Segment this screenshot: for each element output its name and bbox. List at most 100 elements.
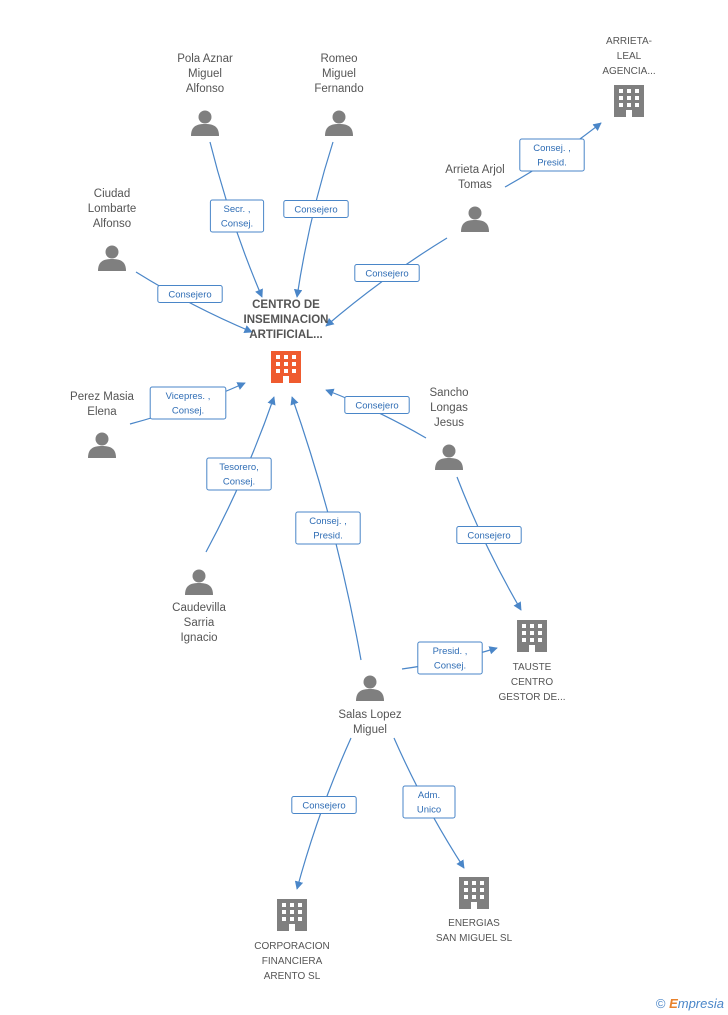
role-text: Secr. , [224, 204, 251, 215]
building-icon[interactable] [277, 899, 307, 931]
node-label-line: Miguel [188, 68, 222, 80]
role-label-salas-to-tauste[interactable]: Presid. , Consej. [417, 641, 483, 675]
role-text: Adm. [418, 790, 440, 801]
node-label-line: Sarria [184, 617, 215, 629]
role-label-sancho-to-center[interactable]: Consejero [344, 396, 410, 414]
brand-logo-rest: mpresia [677, 996, 724, 1011]
node-label-line: Fernando [314, 83, 363, 95]
node-label-line: ARENTO SL [264, 971, 321, 982]
person-icon[interactable] [98, 245, 126, 272]
person-icon[interactable] [191, 110, 219, 137]
role-text: Consejero [365, 269, 408, 280]
role-text: Vicepres. , [166, 391, 211, 402]
role-label-sancho-to-tauste[interactable]: Consejero [456, 526, 522, 544]
node-label-line: ARTIFICIAL... [249, 329, 322, 341]
node-tauste[interactable]: TAUSTE CENTRO GESTOR DE... [498, 620, 566, 703]
node-label-line: TAUSTE [513, 662, 552, 673]
building-icon[interactable] [517, 620, 547, 652]
role-text: Consejero [467, 531, 510, 542]
role-label-ciudad-to-center[interactable]: Consejero [157, 285, 223, 303]
role-text: Presid. , [433, 646, 468, 657]
edge-romeo-to-center [293, 141, 334, 298]
node-label-line: CENTRO DE [252, 299, 320, 311]
role-text: Consej. , [533, 143, 571, 154]
node-label-line: Elena [87, 406, 117, 418]
node-label-line: ARRIETA- [606, 36, 652, 47]
person-icon[interactable] [88, 432, 116, 459]
role-text: Presid. [313, 531, 343, 542]
node-energias[interactable]: ENERGIAS SAN MIGUEL SL [436, 877, 513, 944]
node-label-line: Tomas [458, 179, 492, 191]
person-icon[interactable] [356, 675, 384, 702]
role-text: Tesorero, [219, 462, 259, 473]
node-label-line: Perez Masia [70, 391, 135, 403]
person-icon[interactable] [435, 444, 463, 471]
person-icon[interactable] [185, 569, 213, 596]
node-label-line: Romeo [320, 53, 357, 65]
person-icon[interactable] [461, 206, 489, 233]
node-label-line: Ignacio [180, 632, 217, 644]
node-arrieta_leal[interactable]: ARRIETA- LEAL AGENCIA... [602, 36, 656, 117]
node-label-line: Miguel [322, 68, 356, 80]
node-label-line: Pola Aznar [177, 53, 233, 65]
role-text: Consej. [223, 477, 255, 488]
node-label-line: ENERGIAS [448, 918, 500, 929]
node-label-line: Alfonso [93, 218, 131, 230]
node-label-line: CORPORACION [254, 941, 330, 952]
node-label-line: Caudevilla [172, 602, 226, 614]
person-icon[interactable] [325, 110, 353, 137]
building-icon[interactable] [459, 877, 489, 909]
edge-sancho-to-tauste [456, 476, 522, 611]
role-text: Consejero [302, 801, 345, 812]
role-label-salas-to-center[interactable]: Consej. , Presid. [295, 511, 361, 545]
role-text: Consej. [221, 219, 253, 230]
node-label-line: AGENCIA... [602, 66, 655, 77]
role-label-romeo-to-center[interactable]: Consejero [283, 200, 349, 218]
node-label-line: Longas [430, 402, 468, 414]
copyright-symbol: © [655, 996, 666, 1011]
node-center[interactable]: CENTRO DE INSEMINACION ARTIFICIAL... [244, 299, 329, 383]
role-text: Consej. , [309, 516, 347, 527]
role-text: Consejero [294, 205, 337, 216]
node-label-line: Ciudad [94, 188, 130, 200]
node-label-line: Arrieta Arjol [445, 164, 504, 176]
node-label-line: Salas Lopez [338, 709, 402, 721]
role-label-caudevilla-to-center[interactable]: Tesorero, Consej. [206, 457, 272, 491]
brand-footer: © Empresia [656, 996, 724, 1011]
role-label-arrieta_arjol-to-center[interactable]: Consejero [354, 264, 420, 282]
role-label-perez-to-center[interactable]: Vicepres. , Consej. [149, 386, 227, 420]
edge-ciudad-to-center [135, 271, 253, 333]
building-icon[interactable] [271, 351, 301, 383]
node-label-line: INSEMINACION [244, 314, 329, 326]
node-label-line: Alfonso [186, 83, 224, 95]
role-label-pola-to-center[interactable]: Secr. , Consej. [209, 199, 265, 233]
node-label-line: GESTOR DE... [498, 692, 565, 703]
node-label-line: Miguel [353, 724, 387, 736]
role-text: Consejero [168, 290, 211, 301]
building-icon[interactable] [614, 85, 644, 117]
role-text: Unico [417, 805, 441, 816]
brand-logo-initial: E [669, 996, 678, 1011]
node-label-line: Jesus [434, 417, 464, 429]
role-label-arrieta_arjol-to-arrieta_leal[interactable]: Consej. ,Presid. [519, 138, 585, 172]
node-label-line: CENTRO [511, 677, 553, 688]
node-label-line: Sancho [429, 387, 468, 399]
role-text: Consejero [355, 401, 398, 412]
node-label-line: LEAL [617, 51, 642, 62]
role-label-salas-to-corporacion[interactable]: Consejero [291, 796, 357, 814]
node-label-line: Lombarte [88, 203, 137, 215]
role-text: Consej. [434, 661, 466, 672]
role-text: Consej. [172, 406, 204, 417]
node-label-line: SAN MIGUEL SL [436, 933, 513, 944]
role-label-salas-to-energias[interactable]: Adm. Unico [402, 785, 456, 819]
